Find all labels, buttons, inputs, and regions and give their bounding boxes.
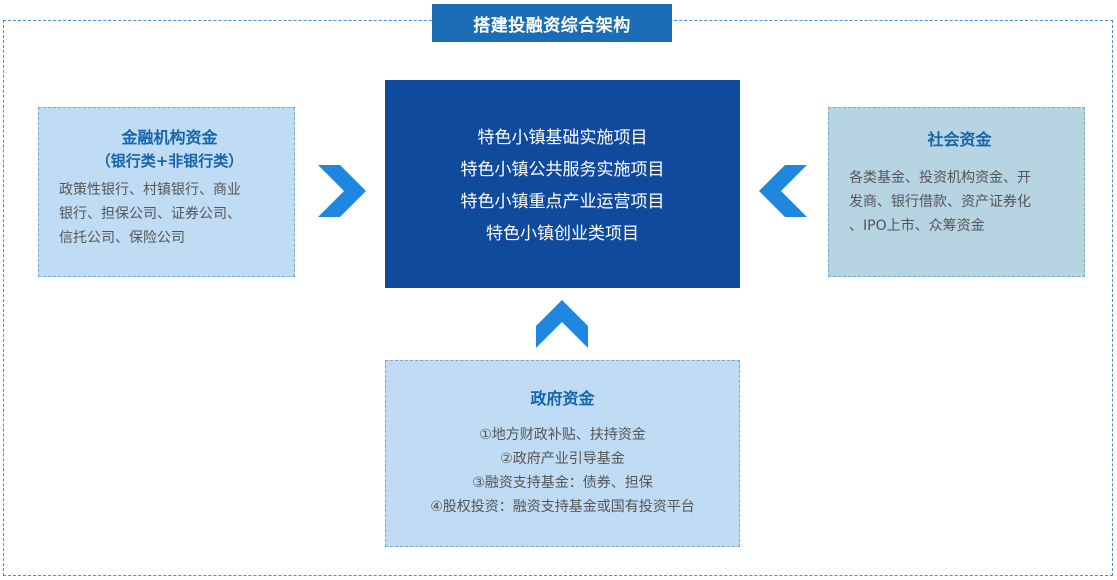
panel-line: 政策性银行、村镇银行、商业 — [59, 182, 241, 198]
panel-title: 社会资金 — [927, 130, 992, 149]
chevron-left-icon — [759, 165, 807, 217]
financial-institution-funds-panel: 金融机构资金 （银行类+非银行类） 政策性银行、村镇银行、商业 银行、担保公司、… — [38, 107, 295, 277]
panel-line: ④股权投资：融资支持基金或国有投资平台 — [430, 499, 695, 515]
panel-line: ①地方财政补贴、扶持资金 — [479, 427, 646, 443]
project-item: 特色小镇基础实施项目 — [477, 128, 648, 148]
panel-body: 各类基金、投资机构资金、开 发商、银行借款、资产证券化 、IPO上市、众筹资金 — [849, 166, 1070, 238]
panel-title: 金融机构资金 — [121, 128, 218, 147]
panel-line: ③融资支持基金：债券、担保 — [472, 475, 653, 491]
panel-title: 政府资金 — [530, 389, 595, 408]
diagram-title: 搭建投融资综合架构 — [432, 4, 672, 42]
panel-line: 信托公司、保险公司 — [59, 230, 185, 246]
panel-line: ②政府产业引导基金 — [500, 451, 625, 467]
panel-line: 、IPO上市、众筹资金 — [849, 218, 985, 234]
panel-body: 政策性银行、村镇银行、商业 银行、担保公司、证券公司、 信托公司、保险公司 — [59, 178, 280, 250]
project-item: 特色小镇公共服务实施项目 — [460, 160, 665, 180]
panel-line: 银行、担保公司、证券公司、 — [59, 206, 241, 222]
projects-center-box: 特色小镇基础实施项目 特色小镇公共服务实施项目 特色小镇重点产业运营项目 特色小… — [385, 80, 740, 288]
project-item: 特色小镇重点产业运营项目 — [460, 192, 665, 212]
panel-subtitle: （银行类+非银行类） — [95, 152, 244, 170]
panel-line: 发商、银行借款、资产证券化 — [849, 194, 1031, 210]
chevron-right-icon — [318, 165, 366, 217]
government-funds-panel: 政府资金 ①地方财政补贴、扶持资金 ②政府产业引导基金 ③融资支持基金：债券、担… — [385, 360, 740, 547]
panel-line: 各类基金、投资机构资金、开 — [849, 170, 1031, 186]
panel-body: ①地方财政补贴、扶持资金 ②政府产业引导基金 ③融资支持基金：债券、担保 ④股权… — [396, 423, 729, 519]
project-item: 特色小镇创业类项目 — [486, 224, 639, 244]
social-funds-panel: 社会资金 各类基金、投资机构资金、开 发商、银行借款、资产证券化 、IPO上市、… — [828, 107, 1085, 277]
chevron-up-icon — [536, 300, 588, 348]
